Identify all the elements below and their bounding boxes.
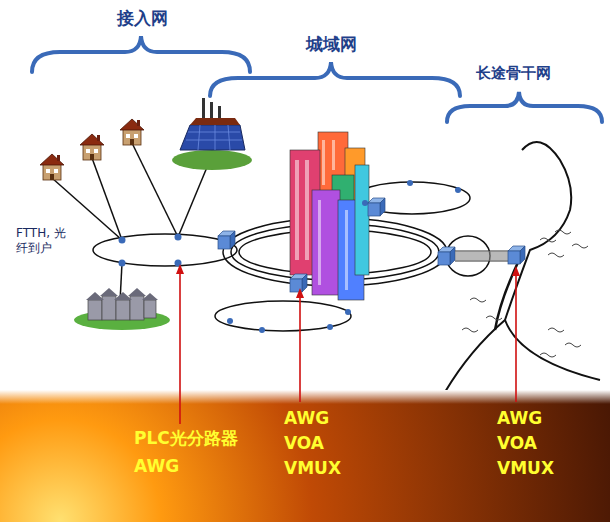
device-label: PLC光分路器 [134, 428, 238, 449]
access-note: FTTH, 光纤到户 [16, 226, 74, 256]
device-label: VMUX [284, 458, 341, 479]
section-heading: 长途骨干网 [476, 64, 551, 83]
section-heading: 接入网 [117, 8, 168, 29]
device-label: VOA [284, 433, 324, 454]
section-heading: 城域网 [306, 34, 357, 55]
device-label: AWG [497, 408, 542, 429]
device-label: VOA [497, 433, 537, 454]
device-label: VMUX [497, 458, 554, 479]
device-label: AWG [134, 456, 179, 477]
device-label: AWG [284, 408, 329, 429]
